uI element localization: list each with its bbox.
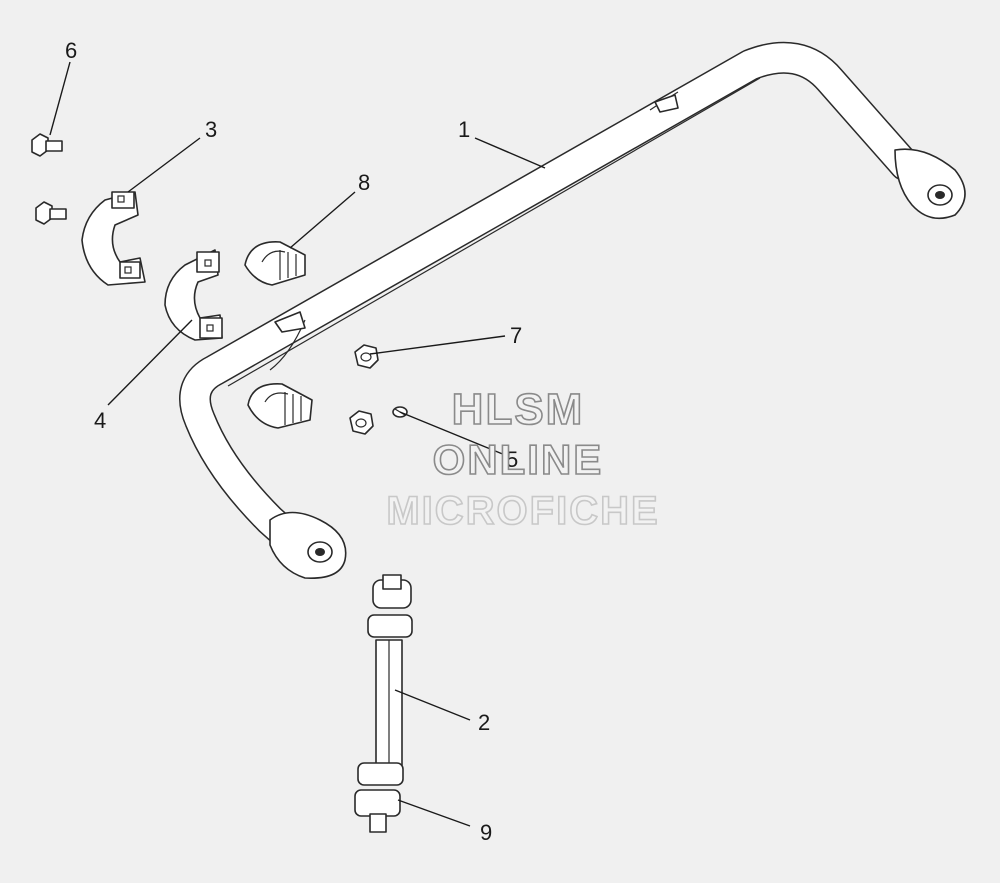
nut-upper bbox=[354, 344, 379, 369]
callout-6: 6 bbox=[65, 38, 77, 63]
callout-8: 8 bbox=[358, 170, 370, 195]
callout-2: 2 bbox=[478, 710, 490, 735]
watermark-line3: MICROFICHE bbox=[386, 489, 659, 533]
bolt-lower bbox=[35, 201, 67, 225]
callout-9: 9 bbox=[480, 820, 492, 845]
callout-3: 3 bbox=[205, 117, 217, 142]
watermark: HLSM ONLINE MICROFICHE bbox=[386, 384, 659, 534]
callout-5: 5 bbox=[506, 447, 518, 472]
callout-7: 7 bbox=[510, 323, 522, 348]
callout-1: 1 bbox=[458, 117, 470, 142]
watermark-line2: ONLINE bbox=[433, 436, 604, 483]
clamp-upper bbox=[81, 191, 146, 286]
stabilizer-bar bbox=[179, 41, 966, 579]
watermark-line1: HLSM bbox=[452, 385, 585, 434]
bushing-lower bbox=[247, 383, 313, 429]
link-lower-bushing bbox=[354, 789, 401, 833]
callout-4: 4 bbox=[94, 408, 106, 433]
stabilizer-link bbox=[357, 574, 413, 786]
clamp-lower bbox=[164, 249, 223, 341]
bolt-upper bbox=[31, 133, 63, 157]
leader-lines bbox=[49, 61, 546, 827]
nut-lower bbox=[349, 410, 374, 435]
bushing-upper bbox=[244, 241, 306, 286]
